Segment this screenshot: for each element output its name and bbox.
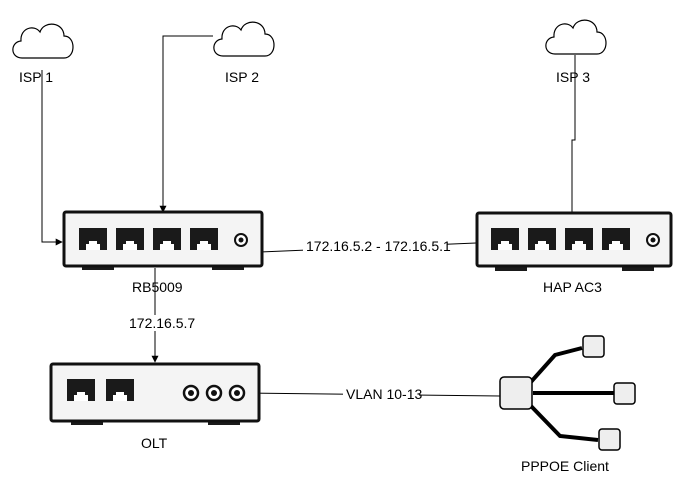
cloud-icon <box>213 21 275 57</box>
link-label-olt-pppoe: VLAN 10-13 <box>346 386 422 402</box>
router-icon <box>475 211 673 271</box>
isp3-label: ISP 3 <box>556 69 590 85</box>
pppoe-client-hub-icon <box>499 335 636 451</box>
link-isp3-hapac3 <box>568 55 576 235</box>
olt-label: OLT <box>141 435 168 451</box>
isp1-label: ISP 1 <box>19 69 53 85</box>
link-isp2-rb5009 <box>159 35 213 213</box>
isp2-label: ISP 2 <box>225 69 259 85</box>
hapac3-label: HAP AC3 <box>543 279 602 295</box>
cloud-icon <box>545 19 607 55</box>
link-isp1-rb5009 <box>41 70 63 246</box>
link-label-rb-hap: 172.16.5.2 - 172.16.5.1 <box>306 238 451 254</box>
olt-device-icon <box>49 362 261 425</box>
link-label-rb-olt: 172.16.5.7 <box>129 315 195 331</box>
rb5009-label: RB5009 <box>132 279 183 295</box>
router-icon <box>62 210 264 270</box>
cloud-icon <box>12 23 74 59</box>
pppoe-client-label: PPPOE Client <box>521 458 609 474</box>
